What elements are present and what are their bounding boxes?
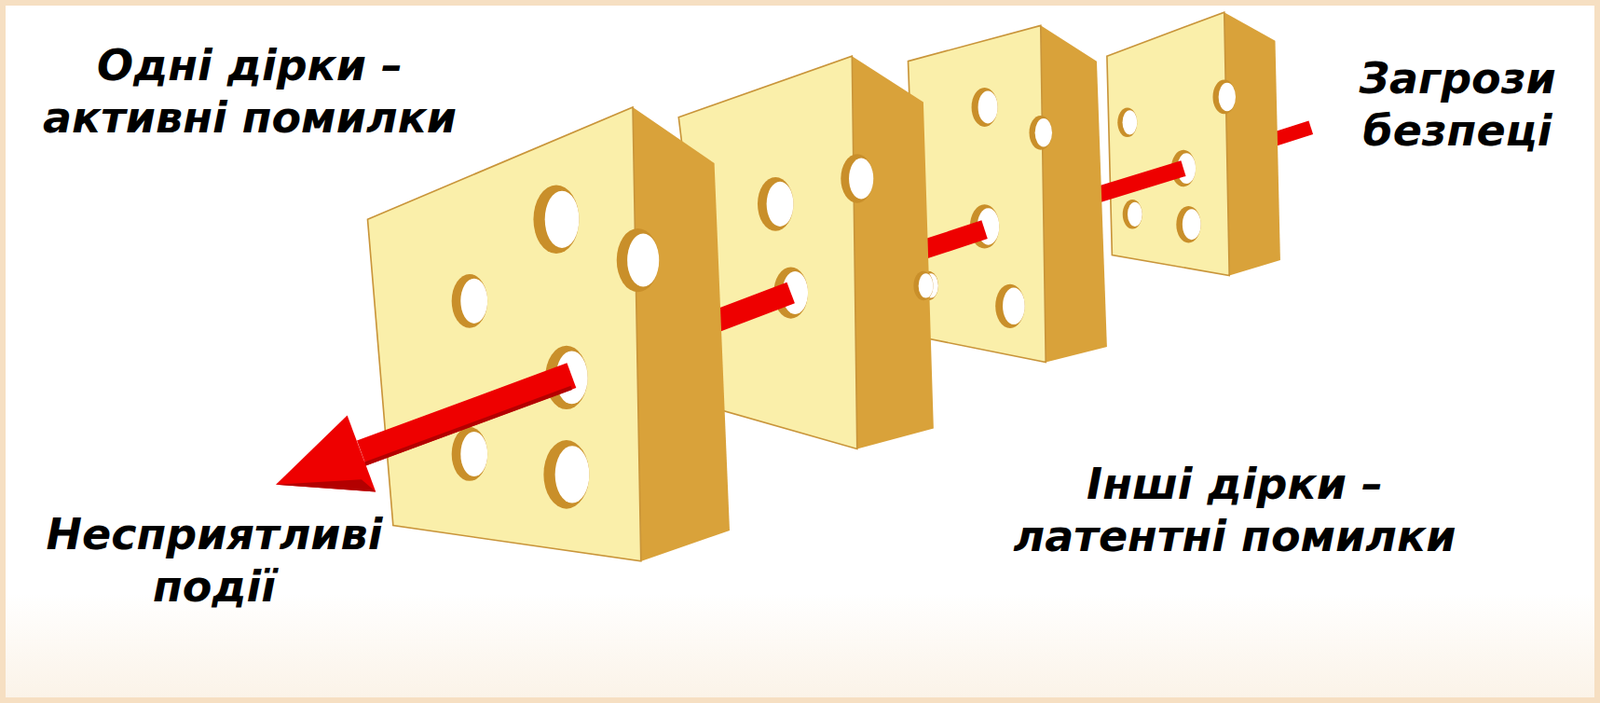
annotation-label: Несприятливі події [18, 507, 411, 613]
annotation-label: Загрози безпеці [1336, 52, 1579, 157]
cheese-slice [908, 25, 1108, 362]
cheese-slice [1107, 12, 1281, 275]
cheese-slice [368, 107, 730, 561]
threat-arrow [275, 375, 572, 493]
annotation-label: Одні дірки – активні помилки [16, 39, 483, 144]
annotation-label: Інші дірки – латентні помилки [973, 457, 1496, 562]
